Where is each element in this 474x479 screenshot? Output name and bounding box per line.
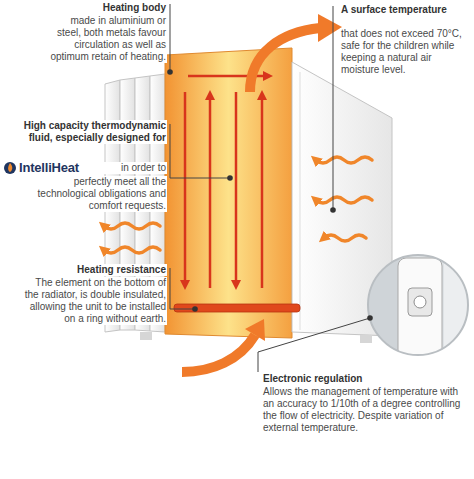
heating-element <box>174 304 300 312</box>
callout-heading: Heating resistance <box>18 264 167 276</box>
radiator-foot <box>140 332 152 340</box>
flow-arrows <box>185 76 268 288</box>
callout-heading: High capacity thermodynamic fluid, espec… <box>18 120 167 144</box>
callout-text: The element on the bottom of the radiato… <box>18 277 167 325</box>
rising-air-arrow <box>250 28 320 92</box>
intake-air-arrow <box>245 319 265 341</box>
callout-text: in order to <box>98 162 167 174</box>
callout-text: that does not exceed 70°C, safe for the … <box>340 28 468 76</box>
fluid-panel <box>165 48 292 338</box>
callout-text: perfectly meet all the technological obl… <box>18 176 167 212</box>
callout-text: Allows the management of temperature wit… <box>262 386 462 434</box>
radiator-foot <box>360 335 372 343</box>
callout-heading: A surface temperature <box>340 4 468 16</box>
logo-mark <box>4 162 16 174</box>
callout-heading: Heating body <box>45 2 167 14</box>
rising-air-arrow <box>318 14 342 42</box>
callout-text: made in aluminium or steel, both metals … <box>45 15 167 63</box>
panel-edge <box>300 72 301 330</box>
brand-logo: IntelliHeat <box>18 160 98 176</box>
leader-dots <box>167 69 373 321</box>
callout-heading: Electronic regulation <box>262 373 467 385</box>
thermostat-zoom <box>360 250 474 360</box>
intake-air-arrow <box>182 335 255 372</box>
